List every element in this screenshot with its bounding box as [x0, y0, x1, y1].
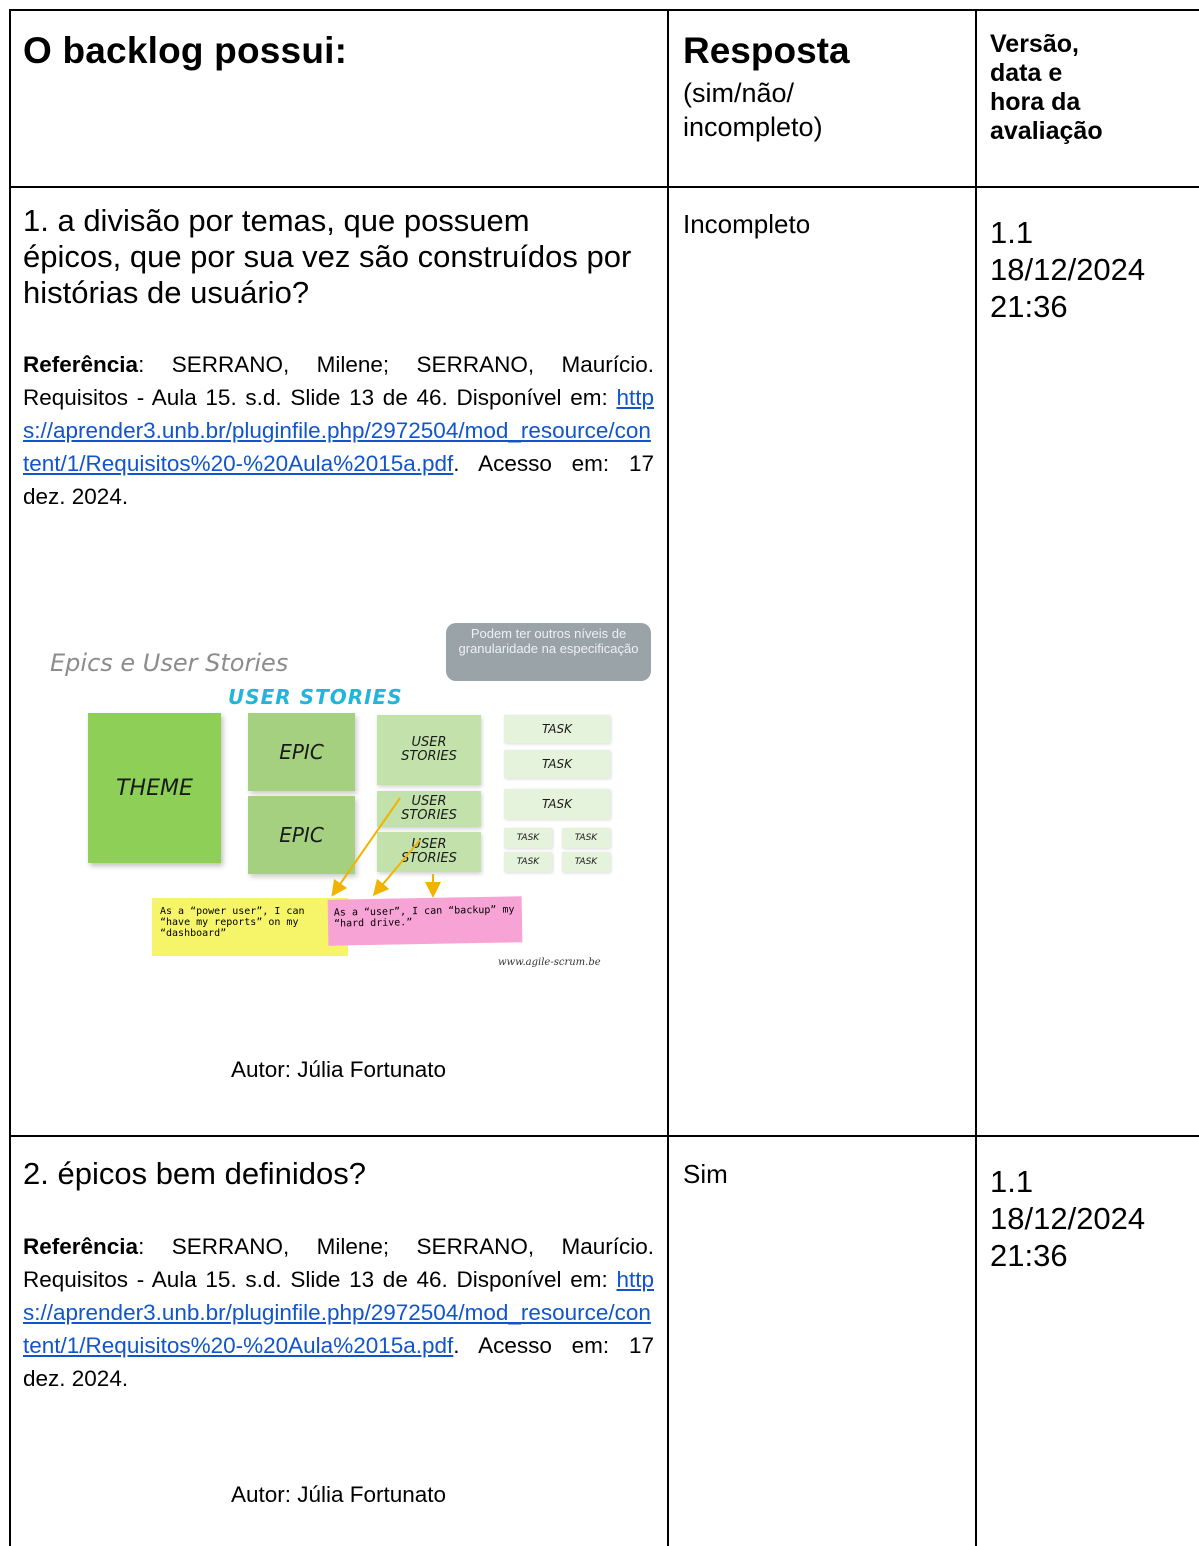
header-question-cell: O backlog possui:: [23, 30, 653, 72]
row1-reference-after: . Acesso em: 17 dez. 2024.: [23, 451, 654, 509]
row1-reference: Referência: SERRANO, Milene; SERRANO, Ma…: [23, 348, 654, 513]
row1-question-cell: 1. a divisão por temas, que possuem épic…: [23, 203, 657, 311]
row1-version-time: 21:36: [990, 289, 1068, 324]
header-answer-subtitle-line1: (sim/não/: [683, 78, 795, 108]
header-answer-title: Resposta: [683, 30, 850, 71]
header-version-cell: Versão, data e hora da avaliação: [990, 30, 1190, 146]
row1-reference-link[interactable]: https://aprender3.unb.br/pluginfile.php/…: [23, 385, 654, 476]
arrow-1: [331, 797, 401, 897]
task-sticky-7: TASK: [562, 852, 610, 872]
header-question-title: O backlog possui:: [23, 30, 348, 71]
column-divider-2: [975, 9, 977, 1546]
row1-author: Autor: Júlia Fortunato: [230, 1057, 447, 1082]
pink-story-note: As a “user”, I can “backup” my “hard dri…: [327, 896, 523, 946]
figure-credit: www.agile-scrum.be: [498, 957, 601, 968]
column-divider-1: [667, 9, 669, 1546]
header-answer-subtitle-line2: incompleto): [683, 112, 823, 142]
row1-version-cell: 1.1 18/12/2024 21:36: [990, 214, 1145, 325]
row2-reference: Referência: SERRANO, Milene; SERRANO, Ma…: [23, 1230, 654, 1395]
row2-version-number: 1.1: [990, 1164, 1034, 1199]
story2-line1: USER: [411, 794, 447, 809]
story1-line1: USER: [411, 735, 447, 750]
task-sticky-6: TASK: [504, 852, 552, 872]
epic-sticky-2: EPIC: [248, 796, 355, 874]
row1-question-line2: épicos, que por sua vez são construídos …: [23, 239, 632, 274]
row1-version-date: 18/12/2024: [990, 252, 1146, 287]
header-version-line4: avaliação: [990, 117, 1103, 145]
story2-line2: STORIES: [401, 808, 457, 823]
row1-reference-label: Referência: [23, 352, 139, 377]
arrow-2: [372, 839, 421, 897]
row2-version-cell: 1.1 18/12/2024 21:36: [990, 1163, 1145, 1274]
header-version-line1: Versão,: [990, 30, 1079, 58]
task-sticky-2: TASK: [504, 750, 610, 778]
row1-question-line3: histórias de usuário?: [23, 275, 310, 310]
figure-arrows: [331, 797, 441, 898]
header-answer-cell: Resposta (sim/não/ incompleto): [683, 30, 963, 144]
yellow-story-note: As a “power user”, I can “have my report…: [152, 898, 348, 956]
row2-reference-after: . Acesso em: 17 dez. 2024.: [23, 1333, 654, 1391]
table-top-border: [9, 9, 1199, 11]
figure-title: Epics e User Stories: [50, 649, 289, 677]
row2-version-date: 18/12/2024: [990, 1201, 1146, 1236]
row2-version-time: 21:36: [990, 1238, 1068, 1273]
task-sticky-1: TASK: [504, 715, 610, 743]
row1-version-number: 1.1: [990, 215, 1034, 250]
header-version-line2: data e: [990, 59, 1063, 87]
row2-question: 2. épicos bem definidos?: [23, 1156, 366, 1191]
story1-line2: STORIES: [401, 749, 457, 764]
story3-line2: STORIES: [401, 851, 457, 866]
row1-answer: Incompleto: [683, 209, 811, 239]
task-sticky-4: TASK: [504, 828, 552, 848]
epics-user-stories-figure: Epics e User Stories Podem ter outros ní…: [40, 618, 660, 968]
row2-reference-link[interactable]: https://aprender3.unb.br/pluginfile.php/…: [23, 1267, 654, 1358]
row2-reference-text: : SERRANO, Milene; SERRANO, Maurício. Re…: [23, 1234, 654, 1292]
row1-question-line1: 1. a divisão por temas, que possuem: [23, 203, 530, 238]
row2-answer: Sim: [683, 1159, 728, 1189]
row1-reference-text: : SERRANO, Milene; SERRANO, Maurício. Re…: [23, 352, 654, 410]
theme-sticky: THEME: [88, 713, 221, 863]
header-version-line3: hora da: [990, 88, 1081, 116]
epic-sticky-1: EPIC: [248, 713, 355, 791]
table-left-border: [9, 9, 11, 1546]
header-row-border: [9, 186, 1199, 188]
row2-author: Autor: Júlia Fortunato: [230, 1482, 447, 1507]
story3-line1: USER: [411, 837, 447, 852]
row2-reference-label: Referência: [23, 1234, 139, 1259]
row1-bottom-border: [9, 1135, 1199, 1137]
figure-note-box: Podem ter outros níveis de granularidade…: [446, 623, 651, 681]
figure-heading: USER STORIES: [228, 685, 403, 709]
task-sticky-5: TASK: [562, 828, 610, 848]
task-sticky-3: TASK: [504, 789, 610, 819]
